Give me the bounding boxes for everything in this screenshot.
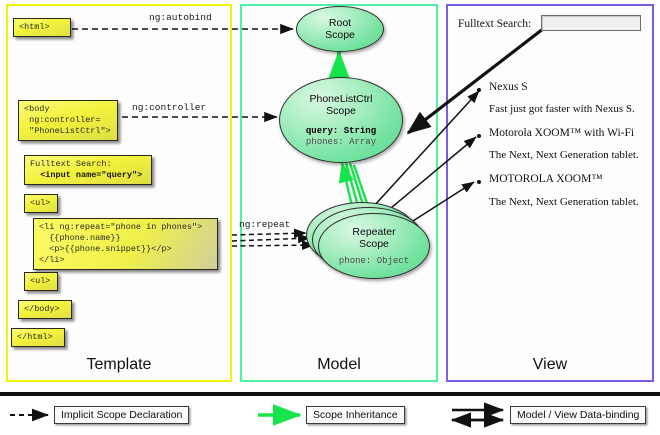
- list-item-snippet: The Next, Next Generation tablet.: [489, 196, 639, 208]
- scope-repeater-title-2: Scope: [359, 237, 389, 250]
- panel-model-label: Model: [317, 356, 361, 373]
- panel-template-label: Template: [86, 356, 152, 373]
- scope-root-title-1: Root: [328, 17, 352, 29]
- panel-view: View: [446, 4, 654, 382]
- li-repeat-box[interactable]: <li ng:repeat="phone in phones"> {{phone…: [33, 218, 218, 270]
- list-item-snippet: Fast just got faster with Nexus S.: [489, 103, 635, 115]
- scope-root-title-2: Scope: [325, 29, 355, 41]
- list-item-name: Motorola XOOM™ with Wi-Fi: [489, 127, 635, 139]
- edge-label-ng-controller: ng:controller: [132, 102, 207, 113]
- view-search-label: Fulltext Search:: [458, 18, 532, 30]
- legend-divider: [0, 392, 660, 396]
- ul-open-box[interactable]: <ul>: [24, 194, 58, 213]
- list-bullet: [477, 134, 481, 138]
- scope-phonelistctrl[interactable]: PhoneListCtrl Scope query: String phones…: [279, 77, 403, 163]
- body-open-box[interactable]: <body ng:controller= "PhoneListCtrl">: [18, 100, 118, 141]
- scope-repeater[interactable]: Repeater Scope phone: Object: [318, 213, 430, 279]
- search-box-line1: Fulltext Search:: [30, 159, 112, 169]
- scope-repeater-prop-phone: phone: Object: [338, 255, 410, 266]
- legend-item-implicit: Implicit Scope Declaration: [54, 406, 190, 424]
- list-bullet: [477, 180, 481, 184]
- scope-ctrl-prop-phones: phones: Array: [305, 136, 377, 147]
- list-item-name: MOTOROLA XOOM™: [489, 173, 603, 185]
- legend-item-databinding: Model / View Data-binding: [510, 406, 647, 424]
- scope-ctrl-prop-query: query: String: [305, 125, 377, 136]
- scope-repeater-title-1: Repeater: [352, 225, 396, 238]
- html-open-box[interactable]: <html>: [13, 18, 71, 37]
- panel-view-label: View: [532, 356, 568, 373]
- scope-ctrl-title-2: Scope: [326, 104, 356, 117]
- html-close-box[interactable]: </html>: [11, 328, 65, 347]
- body-close-box[interactable]: </body>: [18, 300, 72, 319]
- panel-model: Model: [240, 4, 438, 382]
- edge-label-ng-repeat: ng:repeat: [239, 219, 291, 230]
- scope-root[interactable]: Root Scope: [296, 6, 384, 52]
- view-search-input[interactable]: [541, 15, 641, 31]
- legend-item-inheritance: Scope Inheritance: [306, 406, 405, 424]
- edge-label-ng-autobind: ng:autobind: [149, 12, 212, 23]
- panel-template: Template: [6, 4, 232, 382]
- list-item-snippet: The Next, Next Generation tablet.: [489, 149, 639, 161]
- legend-icon-double-arrow: [450, 402, 505, 428]
- search-box[interactable]: Fulltext Search: <input name="query">: [24, 155, 152, 185]
- edge-databinding-query: [406, 20, 553, 135]
- search-box-line2: <input name="query">: [30, 170, 143, 180]
- list-bullet: [477, 88, 481, 92]
- list-item-name: Nexus S: [489, 81, 528, 93]
- edge-ng-repeat: [231, 228, 315, 250]
- scope-ctrl-title-1: PhoneListCtrl: [309, 92, 373, 105]
- ul-close-box[interactable]: <ul>: [24, 272, 58, 291]
